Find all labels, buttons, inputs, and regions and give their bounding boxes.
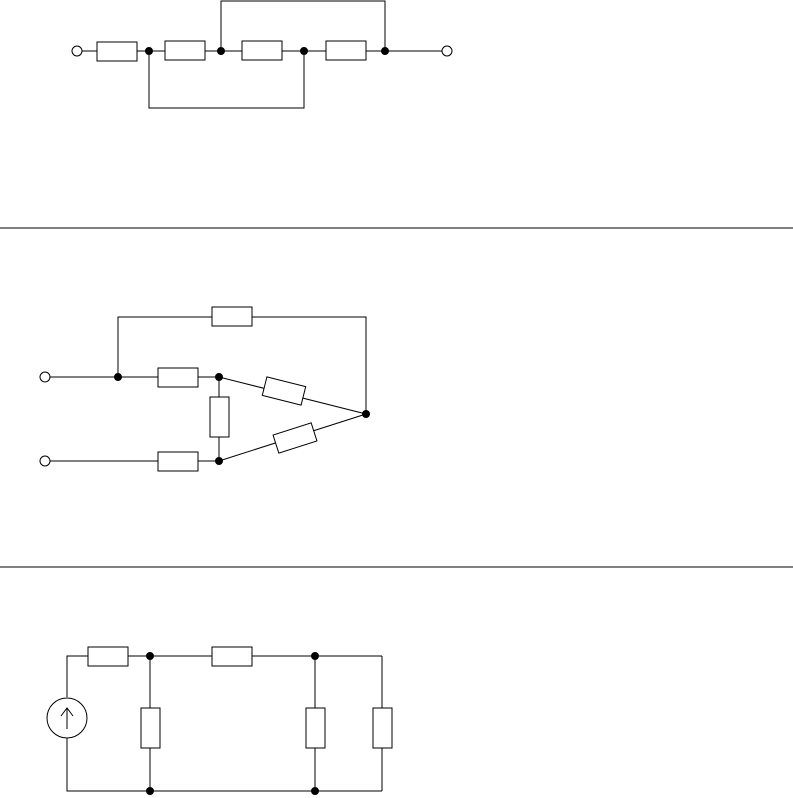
resistor-4 [325,40,367,61]
terminal-lower [39,455,51,467]
resistor-1 [96,41,138,62]
resistor-shunt-1 [140,707,161,749]
node [362,410,370,418]
resistor-top-mid [211,646,253,667]
circuit-3 [46,646,393,795]
resistor-shunt-3 [372,707,393,749]
resistor-diag-upper [261,376,307,406]
terminal-left [71,45,83,57]
node [114,373,122,381]
node [146,652,154,660]
arrow-head [60,707,74,717]
wire [117,316,212,377]
node [217,47,225,55]
terminal-upper [39,371,51,383]
node [215,457,223,465]
resistor-lower [157,451,199,472]
wire [252,316,367,414]
bypass-wire-bottom [148,51,305,109]
resistor-bridge [209,396,230,438]
circuit-2 [39,306,370,472]
node [300,47,308,55]
resistor-top-left [87,646,129,667]
current-source-icon [46,697,88,739]
resistor-top [211,306,253,327]
resistor-2 [164,40,206,61]
resistor-upper [157,367,199,388]
resistor-3 [241,40,283,61]
bypass-wire-top [220,0,386,51]
node [311,787,319,795]
node [381,47,389,55]
resistor-diag-lower [272,422,318,454]
node [311,652,319,660]
node [145,47,153,55]
wire [66,738,382,792]
node [215,373,223,381]
terminal-right [441,45,453,57]
resistor-shunt-2 [305,707,326,749]
node [146,787,154,795]
wire [66,655,88,697]
circuit-1 [71,0,453,109]
